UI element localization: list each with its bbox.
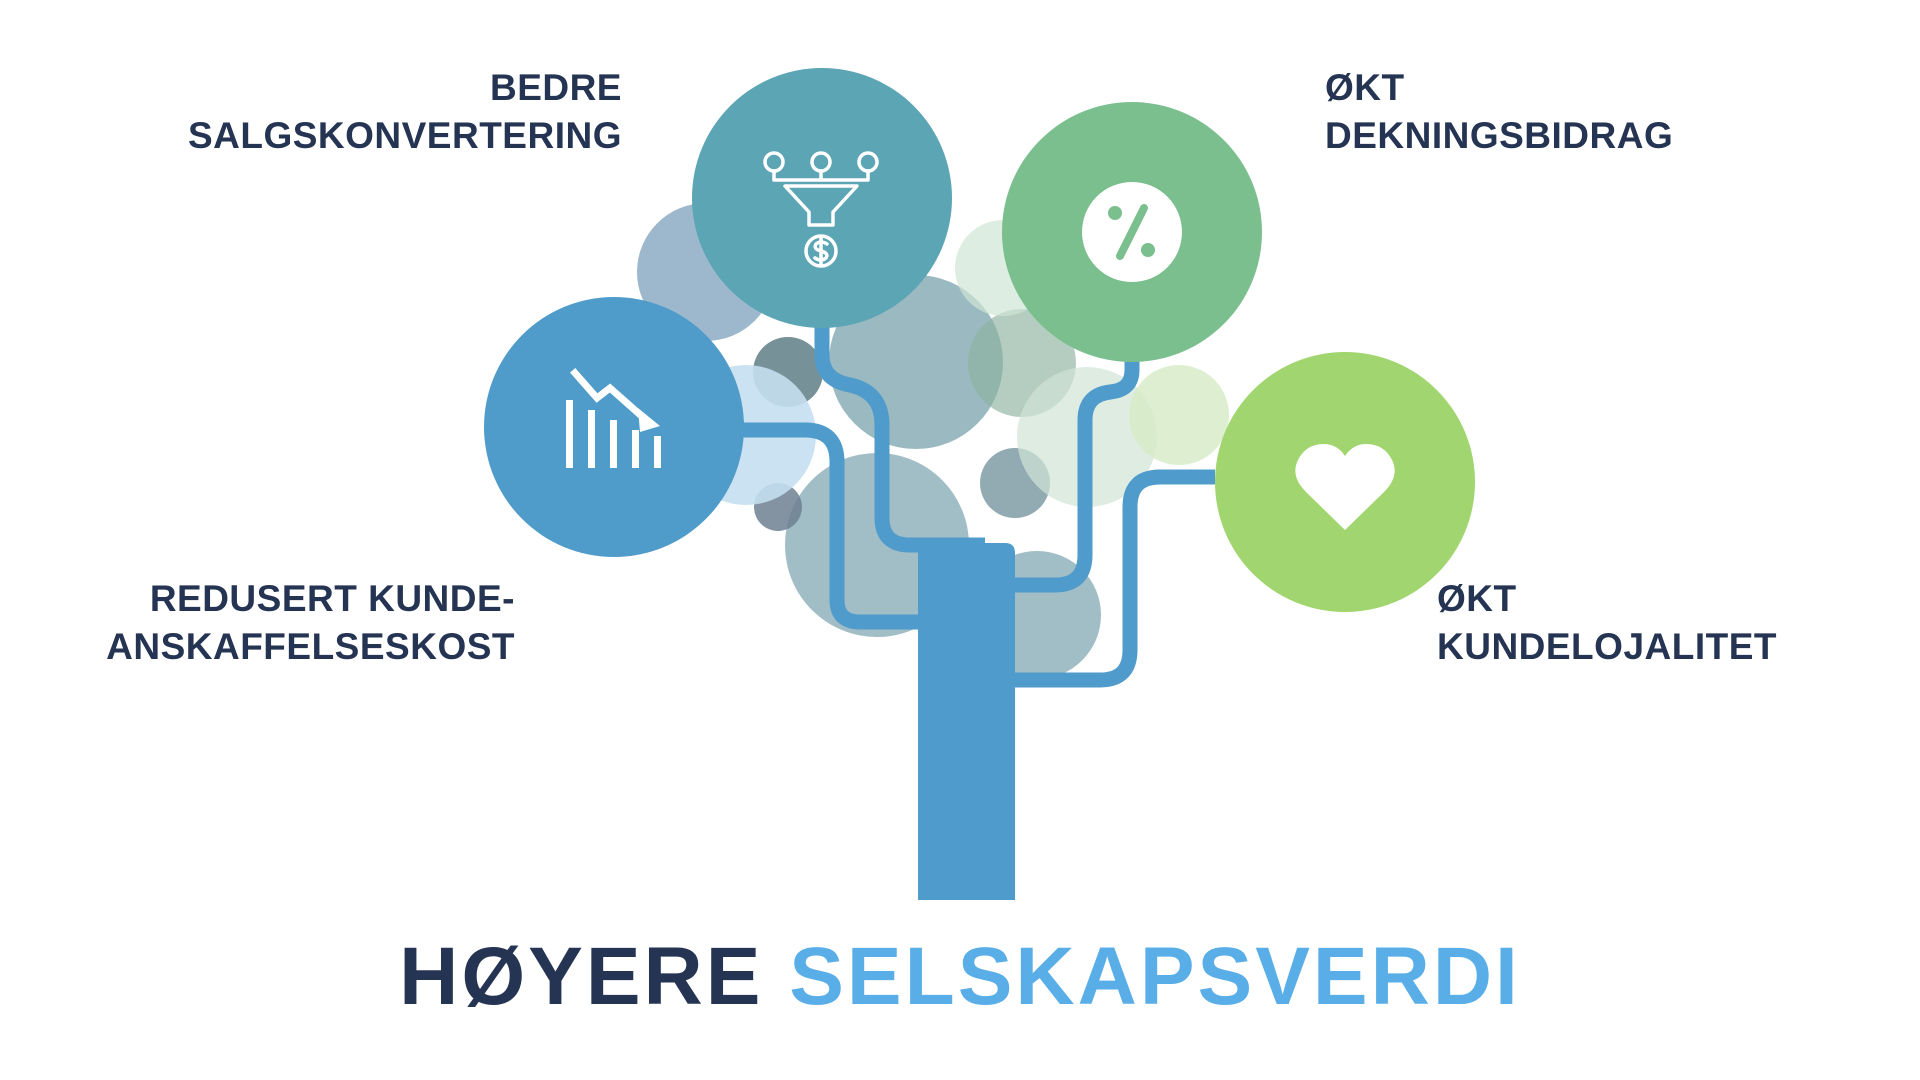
branch-percent — [1010, 358, 1140, 593]
label-line: REDUSERT KUNDE- — [149, 578, 515, 619]
circle-percent — [1002, 102, 1262, 362]
label-line: DEKNINGSBIDRAG — [1325, 115, 1674, 156]
label-line: SALGSKONVERTERING — [187, 115, 622, 156]
label-contribution-margin: ØKT DEKNINGSBIDRAG — [1325, 64, 1673, 160]
tree-trunk — [918, 543, 1015, 900]
label-acquisition-cost: REDUSERT KUNDE- ANSKAFFELSESKOST — [106, 575, 515, 671]
label-line: ØKT — [1325, 67, 1405, 108]
footer-title-part2: SELSKAPSVERDI — [789, 931, 1521, 1022]
declining-bar-chart-icon — [566, 400, 661, 468]
heart-icon — [1295, 444, 1395, 530]
branch-funnel — [814, 320, 985, 553]
label-line: BEDRE — [489, 67, 622, 108]
footer-title: HØYERE SELSKAPSVERDI — [0, 930, 1920, 1024]
bubble — [1129, 365, 1229, 465]
funnel-dollar-icon — [763, 151, 879, 268]
branches — [735, 320, 1215, 688]
circle-chart — [484, 297, 744, 557]
circle-heart — [1215, 352, 1475, 612]
label-line: ANSKAFFELSESKOST — [106, 626, 515, 667]
branch-chart — [735, 422, 930, 630]
label-sales-conversion: BEDRE SALGSKONVERTERING — [188, 64, 622, 160]
percent-icon — [1108, 204, 1155, 260]
circle-funnel — [692, 68, 952, 328]
label-line: ØKT — [1437, 578, 1517, 619]
branch-heart — [1010, 469, 1215, 688]
label-line: KUNDELOJALITET — [1437, 626, 1777, 667]
label-customer-loyalty: ØKT KUNDELOJALITET — [1437, 575, 1777, 671]
footer-title-part1: HØYERE — [399, 931, 790, 1022]
